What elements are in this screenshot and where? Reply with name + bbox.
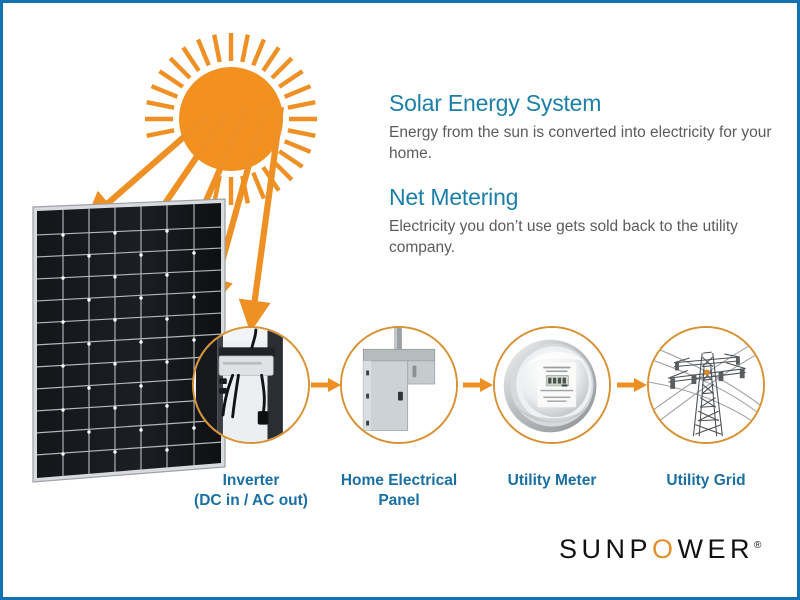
microinverter-icon xyxy=(194,328,308,442)
node-label-home-electrical-panel: Home Electrical Panel xyxy=(340,472,458,509)
breaker-panel-icon xyxy=(342,328,456,442)
node-inverter[interactable] xyxy=(192,326,310,444)
logo-text-part1: SUNP xyxy=(559,534,653,564)
section-body: Electricity you don’t use gets sold back… xyxy=(389,218,738,256)
node-utility-grid[interactable] xyxy=(647,326,765,444)
flow-arrow-2 xyxy=(463,378,493,392)
section-net-metering: Net Metering Electricity you don’t use g… xyxy=(389,184,789,259)
utility-meter-icon xyxy=(495,328,609,442)
section-body: Energy from the sun is converted into el… xyxy=(389,124,772,162)
section-solar-energy-system: Solar Energy System Energy from the sun … xyxy=(389,90,789,165)
flow-arrow-1 xyxy=(311,378,341,392)
node-label-utility-grid: Utility Grid xyxy=(666,472,746,489)
node-home-electrical-panel[interactable] xyxy=(340,326,458,444)
node-utility-meter[interactable] xyxy=(493,326,611,444)
node-label-inverter: Inverter (DC in / AC out) xyxy=(194,472,308,509)
node-label-utility-meter: Utility Meter xyxy=(507,472,597,489)
registered-trademark-icon: ® xyxy=(754,540,762,551)
logo-text-part2: WER xyxy=(677,534,755,564)
transmission-tower-icon xyxy=(649,328,763,442)
sunpower-logo: SUNPOWER® xyxy=(559,534,761,565)
logo-letter-o: O xyxy=(652,534,678,564)
section-heading: Solar Energy System xyxy=(389,90,602,116)
flow-arrow-3 xyxy=(617,378,647,392)
solar-panel-icon xyxy=(32,198,226,483)
section-heading: Net Metering xyxy=(389,184,519,210)
